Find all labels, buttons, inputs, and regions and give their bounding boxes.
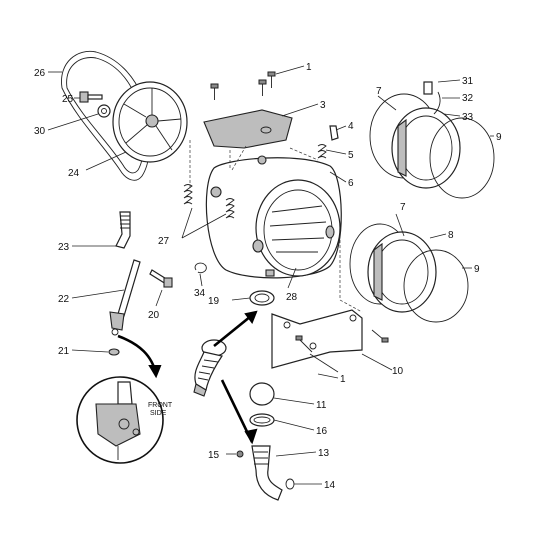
assembly-arrows [117, 310, 258, 445]
label-1-bottom: 1 [340, 374, 346, 385]
label-9-lower: 9 [474, 264, 480, 275]
label-11: 11 [316, 400, 327, 411]
part-labels: 1 3 4 5 6 7 31 32 33 9 7 8 9 10 1 11 16 … [34, 62, 502, 491]
label-27: 27 [158, 236, 170, 247]
door-gasket-lower [403, 249, 469, 323]
shock-pin [149, 269, 173, 288]
label-8: 8 [448, 230, 454, 241]
inset-note-line1: FRONT [148, 402, 173, 409]
label-34: 34 [194, 288, 206, 299]
label-24: 24 [68, 168, 80, 179]
suspension-spring-right [225, 198, 235, 219]
label-4: 4 [348, 121, 354, 132]
reference-lines [189, 140, 363, 313]
label-32: 32 [462, 93, 474, 104]
drain-hose [251, 445, 283, 501]
nut-part [108, 348, 120, 356]
screw-bracket-lower [295, 335, 313, 353]
screw-bracket-right [371, 329, 389, 343]
label-33: 33 [462, 112, 474, 123]
clip-ring [194, 262, 207, 274]
label-6: 6 [348, 178, 354, 189]
label-20: 20 [148, 310, 160, 321]
pulley-washer [97, 104, 111, 118]
label-28: 28 [286, 292, 298, 303]
label-26: 26 [34, 68, 46, 79]
label-22: 22 [58, 294, 70, 305]
door-gasket-upper [429, 117, 495, 199]
label-9-upper: 9 [496, 132, 502, 143]
label-7-lower: 7 [400, 202, 406, 213]
drum-pulley [112, 81, 188, 163]
label-13: 13 [318, 448, 330, 459]
hose-clamp [249, 290, 275, 306]
label-23: 23 [58, 242, 70, 253]
sump-hose [193, 339, 227, 397]
label-25: 25 [62, 94, 74, 105]
label-10: 10 [392, 366, 404, 377]
label-14: 14 [324, 480, 336, 491]
screw-top-left [210, 83, 219, 100]
label-16: 16 [316, 426, 328, 437]
tub-front-frame-upper [391, 107, 461, 189]
label-30: 30 [34, 126, 46, 137]
bottom-bracket [271, 309, 363, 369]
screw-top-mid [258, 79, 267, 96]
label-3: 3 [320, 100, 326, 111]
label-21: 21 [58, 346, 70, 357]
shock-absorber [109, 259, 141, 336]
leader-lines [47, 65, 494, 485]
suspension-spring-top [317, 144, 327, 159]
tub-front-frame-lower [367, 231, 437, 313]
clip-part [329, 125, 339, 141]
hose-clamp-lower [249, 413, 275, 427]
label-7-upper: 7 [376, 86, 382, 97]
ball-valve [249, 382, 275, 406]
label-31: 31 [462, 76, 474, 87]
label-5: 5 [348, 150, 354, 161]
label-15: 15 [208, 450, 220, 461]
outer-tub [205, 155, 342, 279]
inset-note-line2: SIDE [150, 410, 167, 417]
sensor-part [423, 81, 433, 95]
o-ring [285, 478, 295, 490]
hose-elbow [115, 211, 131, 249]
small-screw [236, 450, 244, 458]
suspension-spring-left [183, 184, 193, 205]
inset-detail: FRONT SIDE [76, 376, 173, 464]
screw-top-right [267, 71, 276, 88]
sensor-wire [433, 91, 441, 115]
label-1-top: 1 [306, 62, 312, 73]
pulley-screw [79, 91, 103, 103]
top-bracket [203, 109, 293, 149]
label-19: 19 [208, 296, 220, 307]
